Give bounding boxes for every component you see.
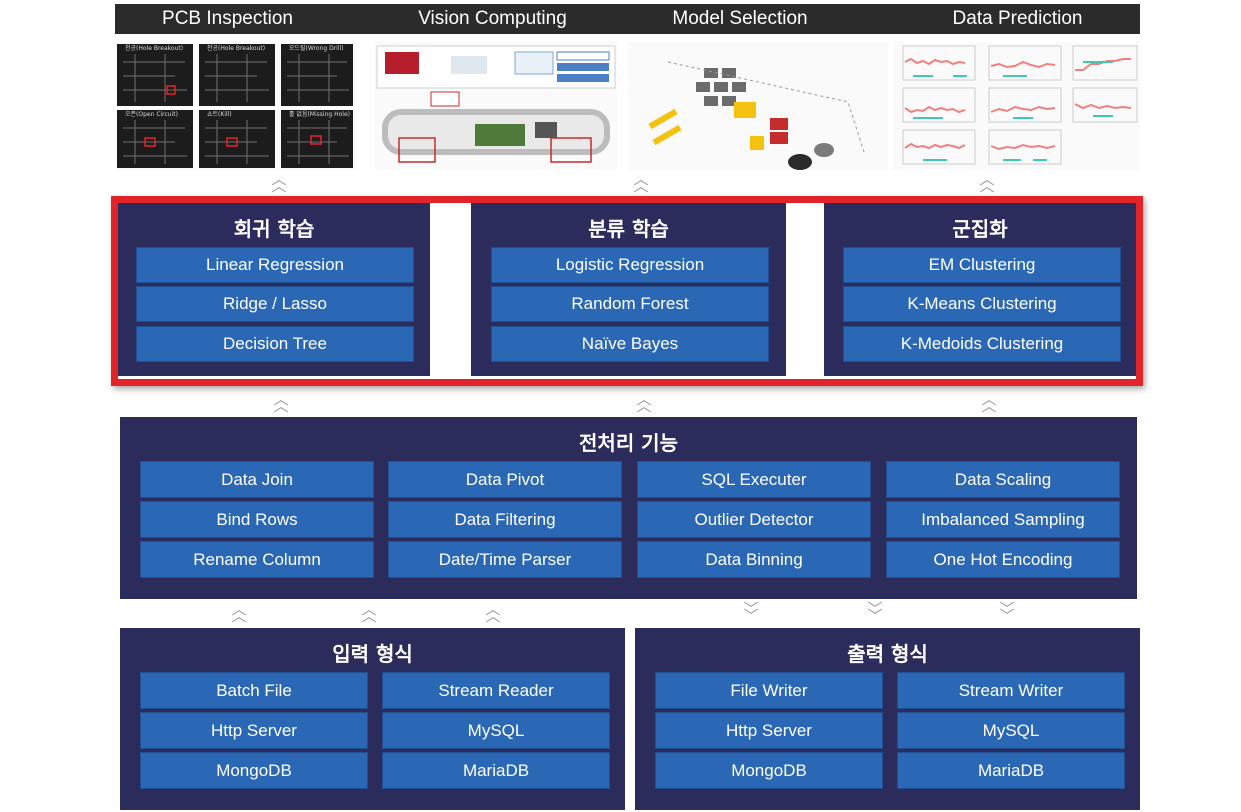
classification-panel: 분류 학습 Logistic Regression Random Forest … xyxy=(471,203,786,376)
chevron-up-icon: ︿︿ xyxy=(636,391,652,415)
item-outlier-detector[interactable]: Outlier Detector xyxy=(637,501,871,538)
item-data-binning[interactable]: Data Binning xyxy=(637,541,871,578)
item-stream-writer[interactable]: Stream Writer xyxy=(897,672,1125,709)
preprocessing-panel: 전처리 기능 Data Join Bind Rows Rename Column… xyxy=(120,417,1137,599)
item-http-server-input[interactable]: Http Server xyxy=(140,712,368,749)
pcb-grid-image: 천공(Hole Breakout) 천공(Hole Breakout) 오드릴(… xyxy=(117,44,353,168)
item-batch-file[interactable]: Batch File xyxy=(140,672,368,709)
stage-header-bar xyxy=(115,4,1140,34)
output-format-title: 출력 형식 xyxy=(847,642,928,666)
chevron-up-icon: ︿︿ xyxy=(633,171,649,195)
chevron-up-icon: ︿︿ xyxy=(271,171,287,195)
item-data-pivot[interactable]: Data Pivot xyxy=(388,461,622,498)
svg-text:오픈(Open Circuit): 오픈(Open Circuit) xyxy=(125,111,178,118)
chevron-up-icon: ︿︿ xyxy=(361,601,377,625)
item-mysql-output[interactable]: MySQL xyxy=(897,712,1125,749)
item-mariadb-input[interactable]: MariaDB xyxy=(382,752,610,789)
item-data-scaling[interactable]: Data Scaling xyxy=(886,461,1120,498)
input-format-title: 입력 형식 xyxy=(332,642,413,666)
item-stream-reader[interactable]: Stream Reader xyxy=(382,672,610,709)
stage-label-data-prediction: Data Prediction xyxy=(952,8,1083,29)
output-format-panel: 출력 형식 File Writer Http Server MongoDB St… xyxy=(635,628,1140,810)
item-mongodb-output[interactable]: MongoDB xyxy=(655,752,883,789)
vision-system-image xyxy=(376,45,616,163)
item-em-clustering[interactable]: EM Clustering xyxy=(843,247,1121,283)
item-mongodb-input[interactable]: MongoDB xyxy=(140,752,368,789)
item-one-hot-encoding[interactable]: One Hot Encoding xyxy=(886,541,1120,578)
item-rename-column[interactable]: Rename Column xyxy=(140,541,374,578)
chevron-down-icon: ﹀﹀ xyxy=(867,601,883,625)
item-imbalanced-sampling[interactable]: Imbalanced Sampling xyxy=(886,501,1120,538)
svg-text:천공(Hole Breakout): 천공(Hole Breakout) xyxy=(125,44,183,52)
stage-label-pcb-inspection: PCB Inspection xyxy=(162,8,293,29)
stage-label-vision-computing: Vision Computing xyxy=(418,8,567,29)
clustering-panel: 군집화 EM Clustering K-Means Clustering K-M… xyxy=(824,203,1136,376)
svg-text:홀 없음(Missing Hole): 홀 없음(Missing Hole) xyxy=(289,110,350,118)
pcb-inspection-thumbnail: 천공(Hole Breakout) 천공(Hole Breakout) 오드릴(… xyxy=(115,42,355,170)
item-mariadb-output[interactable]: MariaDB xyxy=(897,752,1125,789)
chevron-down-icon: ﹀﹀ xyxy=(743,601,759,625)
item-http-server-output[interactable]: Http Server xyxy=(655,712,883,749)
item-naive-bayes[interactable]: Naïve Bayes xyxy=(491,326,769,362)
item-decision-tree[interactable]: Decision Tree xyxy=(136,326,414,362)
item-mysql-input[interactable]: MySQL xyxy=(382,712,610,749)
classification-title: 분류 학습 xyxy=(588,217,669,241)
chevron-up-icon: ︿︿ xyxy=(485,601,501,625)
preprocessing-title: 전처리 기능 xyxy=(579,431,678,455)
regression-panel: 회귀 학습 Linear Regression Ridge / Lasso De… xyxy=(118,203,430,376)
vision-computing-thumbnail xyxy=(375,42,617,170)
item-ridge-lasso[interactable]: Ridge / Lasso xyxy=(136,286,414,322)
model-architecture-image xyxy=(648,61,865,170)
data-prediction-thumbnail xyxy=(893,42,1140,170)
item-data-join[interactable]: Data Join xyxy=(140,461,374,498)
chevron-down-icon: ﹀﹀ xyxy=(999,601,1015,625)
input-format-panel: 입력 형식 Batch File Http Server MongoDB Str… xyxy=(120,628,625,810)
prediction-plots-image xyxy=(902,45,1138,165)
chevron-up-icon: ︿︿ xyxy=(273,391,289,415)
item-logistic-regression[interactable]: Logistic Regression xyxy=(491,247,769,283)
item-bind-rows[interactable]: Bind Rows xyxy=(140,501,374,538)
chevron-up-icon: ︿︿ xyxy=(231,601,247,625)
svg-text:천공(Hole Breakout): 천공(Hole Breakout) xyxy=(207,44,265,52)
regression-title: 회귀 학습 xyxy=(233,217,315,241)
svg-text:쇼트(Kill): 쇼트(Kill) xyxy=(207,111,232,118)
item-datetime-parser[interactable]: Date/Time Parser xyxy=(388,541,622,578)
item-kmeans-clustering[interactable]: K-Means Clustering xyxy=(843,286,1121,322)
item-random-forest[interactable]: Random Forest xyxy=(491,286,769,322)
stage-label-model-selection: Model Selection xyxy=(672,8,808,29)
item-file-writer[interactable]: File Writer xyxy=(655,672,883,709)
item-data-filtering[interactable]: Data Filtering xyxy=(388,501,622,538)
item-linear-regression[interactable]: Linear Regression xyxy=(136,247,414,283)
svg-text:오드릴(Wrong Drill): 오드릴(Wrong Drill) xyxy=(289,44,344,52)
item-sql-executer[interactable]: SQL Executer xyxy=(637,461,871,498)
chevron-up-icon: ︿︿ xyxy=(981,391,997,415)
model-selection-thumbnail xyxy=(628,42,888,170)
chevron-up-icon: ︿︿ xyxy=(979,171,995,195)
item-kmedoids-clustering[interactable]: K-Medoids Clustering xyxy=(843,326,1121,362)
clustering-title: 군집화 xyxy=(952,217,1008,241)
